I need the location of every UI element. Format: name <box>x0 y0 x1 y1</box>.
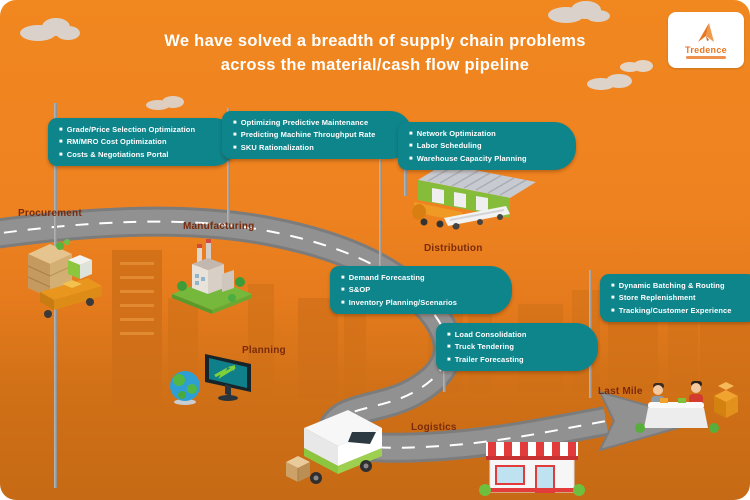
cloud-icon <box>546 0 612 29</box>
pallet-crates-icon <box>27 239 92 298</box>
capability-item: ■Inventory Planning/Scenarios <box>341 297 457 307</box>
delivery-van-icon <box>304 410 382 484</box>
stage-label-procurement: Procurement <box>18 208 82 219</box>
bullet-icon: ■ <box>233 144 237 151</box>
capability-item: ■Trailer Forecasting <box>447 354 524 364</box>
capability-item: ■SKU Rationalization <box>233 142 314 152</box>
sign-procurement: ■Grade/Price Selection Optimization ■RM/… <box>48 118 236 167</box>
paper-plane-icon <box>698 22 714 42</box>
parcel-box-icon <box>286 456 310 482</box>
capability-item: ■Tracking/Customer Experience <box>611 305 732 315</box>
logistics-illustration <box>286 410 382 484</box>
capability-item: ■Warehouse Capacity Planning <box>409 153 527 163</box>
procurement-illustration <box>27 239 102 318</box>
bullet-icon: ■ <box>233 120 237 126</box>
bullet-icon: ■ <box>409 131 413 137</box>
stage-label-planning: Planning <box>242 345 286 356</box>
bullet-icon: ■ <box>59 127 63 133</box>
warehouse-icon <box>418 164 536 218</box>
signpost-pole <box>379 114 382 304</box>
last-mile-illustration <box>635 381 738 433</box>
stage-label-last-mile: Last Mile <box>598 386 643 397</box>
cart-icon <box>40 278 102 318</box>
sign-last-mile: ■Dynamic Batching & Routing ■Store Reple… <box>600 274 750 323</box>
brand-name: Tredence <box>685 44 727 55</box>
bullet-icon: ■ <box>341 299 345 306</box>
bullet-icon: ■ <box>447 332 451 338</box>
title-line-1: We have solved a breadth of supply chain… <box>164 32 586 50</box>
manufacturing-illustration <box>172 239 252 314</box>
capability-item: ■Network Optimization <box>409 129 496 138</box>
page-title: We have solved a breadth of supply chain… <box>0 30 750 78</box>
stacked-boxes-icon <box>714 382 738 418</box>
stage-label-logistics: Logistics <box>411 422 457 433</box>
monitor-icon <box>205 354 251 401</box>
capability-item: ■Costs & Negotiations Portal <box>59 149 169 159</box>
bullet-icon: ■ <box>611 295 615 302</box>
storefront-illustration <box>479 442 585 496</box>
stage-label-distribution: Distribution <box>424 243 483 254</box>
bullet-icon: ■ <box>409 155 413 162</box>
capability-item: ■Dynamic Batching & Routing <box>611 281 725 290</box>
bullet-icon: ■ <box>447 344 451 351</box>
sign-manufacturing: ■Optimizing Predictive Maintenance ■Pred… <box>222 111 412 160</box>
city-skyline <box>112 250 750 408</box>
distribution-illustration <box>412 164 536 230</box>
sign-distribution: ■Network Optimization ■Labor Scheduling … <box>398 122 576 171</box>
capability-item: ■Load Consolidation <box>447 330 527 339</box>
planning-illustration <box>170 354 251 405</box>
storefront-icon <box>479 442 585 496</box>
cloud-icon <box>618 58 656 79</box>
capability-item: ■Demand Forecasting <box>341 273 425 282</box>
factory-icon <box>172 239 252 314</box>
capability-item: ■S&OP <box>341 285 371 295</box>
title-line-2: across the material/cash flow pipeline <box>220 55 530 74</box>
globe-icon <box>170 371 200 405</box>
bullet-icon: ■ <box>59 139 63 146</box>
bullet-icon: ■ <box>409 143 413 150</box>
capability-item: ■Store Replenishment <box>611 293 696 303</box>
capability-item: ■Labor Scheduling <box>409 141 482 151</box>
bullet-icon: ■ <box>341 275 345 281</box>
cloud-icon <box>585 72 639 97</box>
cloud-icon <box>18 16 82 47</box>
capability-item: ■Optimizing Predictive Maintenance <box>233 118 369 127</box>
truck-icon <box>412 202 510 230</box>
signpost-pole <box>227 108 230 226</box>
bullet-icon: ■ <box>59 151 63 158</box>
sign-planning: ■Demand Forecasting ■S&OP ■Inventory Pla… <box>330 266 512 315</box>
stage-label-manufacturing: Manufacturing <box>183 221 255 232</box>
table-icon <box>635 398 719 433</box>
capability-item: ■Grade/Price Selection Optimization <box>59 125 196 134</box>
bullet-icon: ■ <box>611 307 615 314</box>
capability-item: ■Predicting Machine Throughput Rate <box>233 130 376 140</box>
capability-item: ■Truck Tendering <box>447 342 515 352</box>
storefront-awning <box>486 442 578 458</box>
capability-item: ■RM/MRO Cost Optimization <box>59 137 167 147</box>
bullet-icon: ■ <box>341 287 345 294</box>
bullet-icon: ■ <box>611 283 615 289</box>
cloud-icon <box>144 94 188 117</box>
sign-logistics: ■Load Consolidation ■Truck Tendering ■Tr… <box>436 323 598 372</box>
brand-logo: Tredence <box>668 12 744 68</box>
brand-tagline-bar <box>686 55 726 59</box>
bullet-icon: ■ <box>233 132 237 139</box>
bullet-icon: ■ <box>447 356 451 363</box>
